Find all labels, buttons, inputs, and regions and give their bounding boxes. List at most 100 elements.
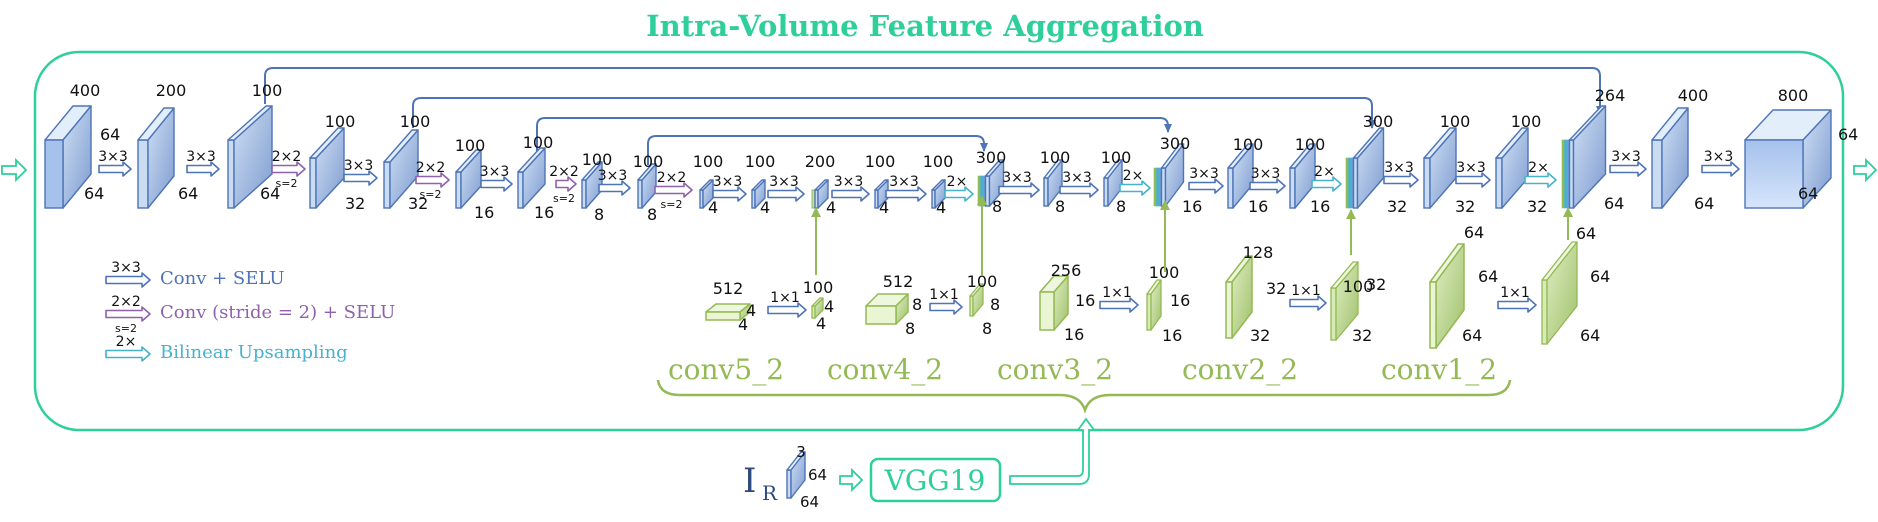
vgg-conv5_2-bottom-label: 4 [738,315,748,334]
vgg-conv2_2-top-label: 128 [1243,243,1274,262]
op-arrow-16-conv-label: 3×3 [1062,170,1092,186]
op-arrow-9-strided-label: 2×2 [657,170,687,186]
op-arrow-15-conv: 3×3 [998,170,1040,198]
vgg-conv4_2-projection-arrow-label: 1×1 [929,287,959,303]
op-arrow-13-conv-label: 3×3 [889,174,919,190]
encoder-b3-top-label: 100 [252,81,283,100]
decoder-d4-top-label: 100 [1040,148,1071,167]
vgg-features-brace [656,379,1512,414]
vgg-conv5_2-out-side-label: 4 [824,297,834,316]
op-arrow-7-strided: 2×2s=2 [549,164,579,205]
vgg-conv4_2-bottom-label: 8 [905,319,915,338]
op-arrow-20-up-label: 2× [1314,164,1335,180]
vgg-conv3_2-projection-arrow-label: 1×1 [1102,285,1132,301]
vgg-conv5_2-out-bottom-label: 4 [816,314,826,333]
op-arrow-24-conv-label: 3×3 [1611,149,1641,165]
op-arrow-24-conv: 3×3 [1609,149,1647,177]
decoder-d2-bottom-label: 4 [936,198,946,217]
op-arrow-9-strided-stride-label: s=2 [661,198,683,211]
op-arrow-22-conv: 3×3 [1455,160,1491,188]
op-arrow-13-conv: 3×3 [885,174,927,202]
decoder-d14-top-label: 800 [1778,86,1809,105]
reference-bottom-label: 64 [800,493,819,511]
op-arrow-8-conv: 3×3 [598,168,631,196]
op-arrow-19-conv: 3×3 [1249,166,1286,194]
vgg-conv4_2-top-label: 512 [883,272,914,291]
decoder-d13-bottom-label: 64 [1694,194,1714,213]
module-frame [33,50,1845,432]
encoder-b6-bottom-label: 16 [474,203,494,222]
encoder-b1-top-label: 400 [70,81,101,100]
op-arrow-12-conv-label: 3×3 [834,174,864,190]
decoder-d8-top-label: 100 [1295,135,1326,154]
decoder-d9-bottom-label: 32 [1387,197,1407,216]
encoder-b5-bottom-label: 32 [408,194,428,213]
decoder-d12-top-label: 264 [1595,86,1626,105]
op-arrow-6-conv-label: 3×3 [480,164,510,180]
encoder-b9-bottom-label: 8 [647,205,657,224]
op-arrow-21-conv-label: 3×3 [1384,160,1414,176]
op-arrow-15-conv-label: 3×3 [1002,170,1032,186]
vgg-conv2_2-projection-arrow: 1×1 [1289,283,1327,311]
decoder-d13-top-label: 400 [1678,86,1709,105]
op-arrow-5-strided-stride-label: s=2 [420,188,442,201]
op-arrow-14-up: 2× [944,174,974,202]
encoder-b5-top-label: 100 [400,112,431,131]
encoder-block-b11: 100 4 [745,152,776,217]
encoder-b11-bottom-label: 4 [760,198,770,217]
op-arrow-3-strided-stride-label: s=2 [276,177,298,190]
skip-connection-2 [412,97,1376,129]
op-arrow-3-strided: 2×2s=2 [271,149,306,190]
op-arrow-4-conv: 3×3 [343,158,378,186]
injection-arrows [811,195,1573,275]
decoder-d7-top-label: 100 [1233,135,1264,154]
op-arrow-11-conv: 3×3 [767,174,805,202]
vgg19-label: VGG19 [884,464,986,497]
vgg-conv3_2-top-label: 256 [1051,261,1082,280]
vgg-conv3_2-out-top-label: 100 [1149,263,1180,282]
vgg-box: VGG19 [839,417,1096,503]
encoder-b2-bottom-label: 64 [178,184,198,203]
encoder-b4-top-label: 100 [325,112,356,131]
vgg-conv5_2-side-label: 4 [746,301,756,320]
op-arrow-8-conv-label: 3×3 [598,168,628,184]
legend-conv-label: Conv + SELU [160,268,285,289]
decoder-d5-bottom-label: 8 [1116,197,1126,216]
reference-label: I [743,461,756,501]
op-arrow-18-conv-label: 3×3 [1189,166,1219,182]
encoder-block-b5: 100 32 [383,112,431,213]
vgg-conv4_2-side-label: 8 [912,295,922,314]
op-arrow-17-up: 2× [1119,168,1151,196]
op-arrow-23-up-label: 2× [1528,160,1549,176]
op-arrow-9-strided: 2×2 s=2 [654,170,693,211]
legend-strided-arrow-label: 2×2 [111,294,141,310]
encoder-b11-top-label: 100 [745,152,776,171]
vgg-conv3_2-bottom-label: 16 [1064,325,1084,344]
op-arrow-20-up: 2× [1311,164,1342,192]
vgg-conv2_2-projection-arrow-label: 1×1 [1291,283,1321,299]
decoder-d8-bottom-label: 16 [1310,197,1330,216]
legend-strided-label: Conv (stride = 2) + SELU [160,302,395,323]
vgg-conv5_2-projection-arrow: 1×1 [767,290,807,318]
decoder-d7-bottom-label: 16 [1248,197,1268,216]
label-conv5-2: conv5_2 [668,353,784,386]
vgg-conv3_2-out-side-label: 16 [1170,291,1190,310]
vgg-conv5_2-top-label: 512 [713,279,744,298]
op-arrow-25-conv-label: 3×3 [1704,149,1734,165]
decoder-d9-top-label: 300 [1363,112,1394,131]
encoder-b12-top-label: 200 [805,152,836,171]
legend-conv-arrow-label: 3×3 [111,260,141,276]
vgg-conv1_2-side-label: 64 [1478,267,1498,286]
